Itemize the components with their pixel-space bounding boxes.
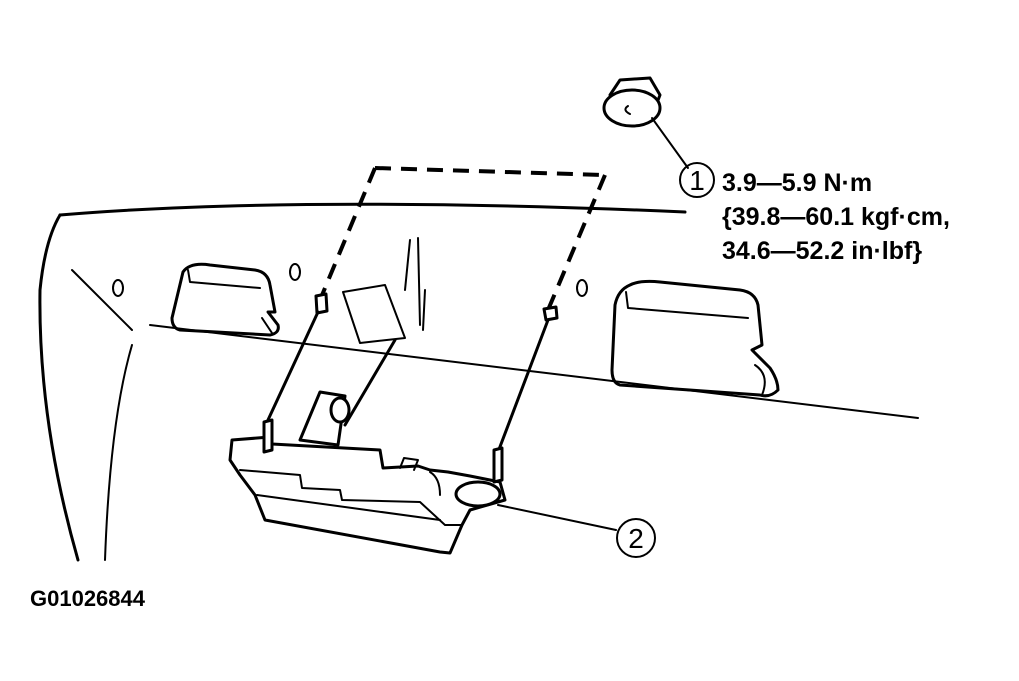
callout-1: 1 xyxy=(651,117,715,198)
flange-nut xyxy=(602,76,662,128)
latch-assembly xyxy=(228,390,507,555)
torque-spec-inlbf: 34.6—52.2 in·lbf} xyxy=(722,237,923,265)
torque-spec-kgfcm: {39.8—60.1 kgf·cm, xyxy=(722,203,950,231)
mounting-plate xyxy=(342,284,406,344)
mounting-hole-right xyxy=(542,305,559,322)
installation-guide-lines xyxy=(318,166,607,311)
mounting-hole-left xyxy=(314,292,329,315)
trim-panel xyxy=(38,202,919,562)
callout-2: 2 xyxy=(497,504,656,558)
stud-right xyxy=(492,446,504,484)
callout-2-number: 2 xyxy=(628,523,644,554)
stud-alignment-right xyxy=(496,318,550,454)
stud-left xyxy=(262,418,274,454)
right-grab-handle xyxy=(610,279,780,398)
stud-alignment-left xyxy=(266,310,320,422)
figure-id: G01026844 xyxy=(30,586,145,611)
torque-spec-nm: 3.9—5.9 N·m xyxy=(722,169,873,197)
callout-1-number: 1 xyxy=(689,165,705,196)
wire-harness-lines xyxy=(404,237,426,331)
connector-alignment xyxy=(343,338,397,427)
left-grab-handle xyxy=(170,262,280,337)
torque-spec: 3.9—5.9 N·m {39.8—60.1 kgf·cm, 34.6—52.2… xyxy=(722,166,950,268)
